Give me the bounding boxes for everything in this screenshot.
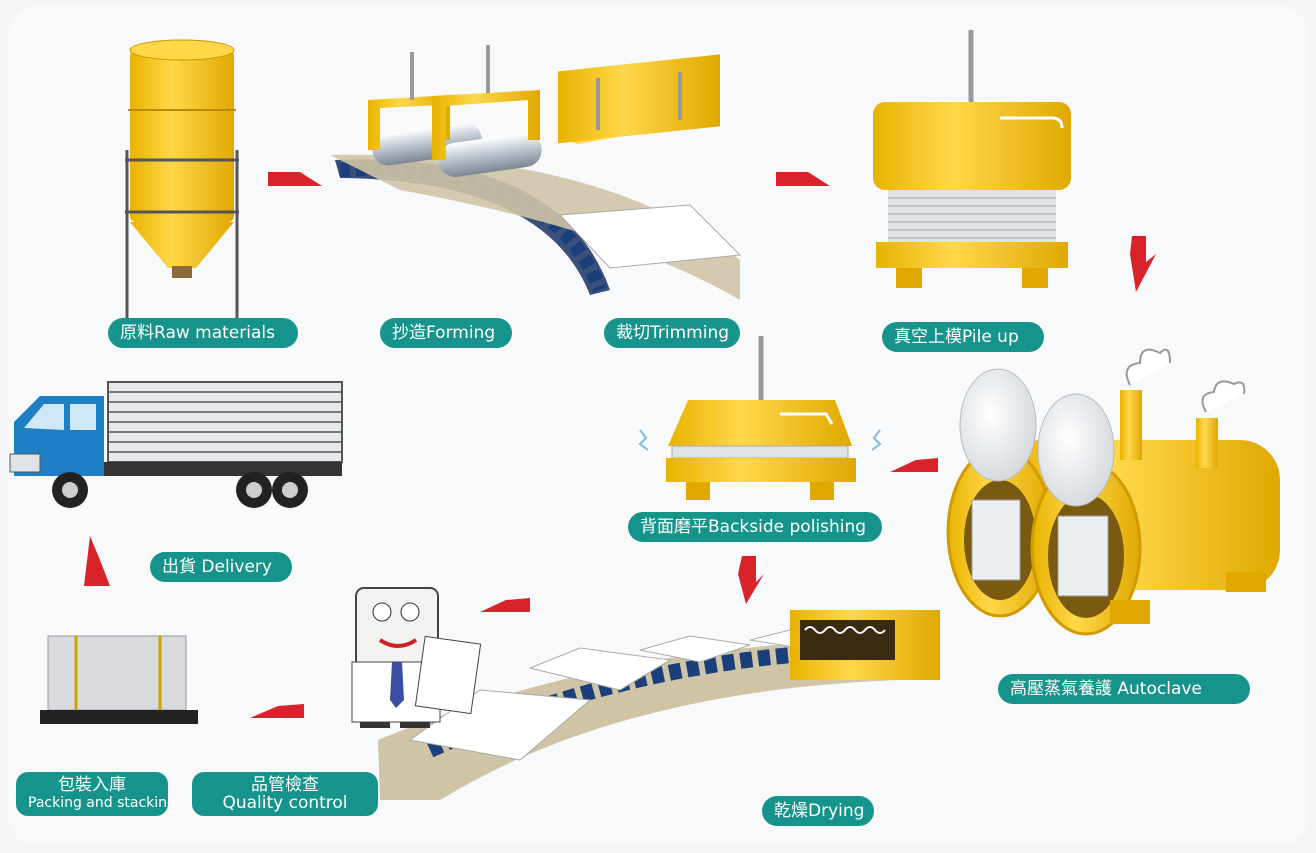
label-forming: 抄造Forming [380,318,512,348]
label-trimming: 裁切Trimming [604,318,740,348]
arrow-2 [776,172,830,186]
arrow-5 [738,556,764,604]
arrow-3 [1130,236,1156,292]
label-delivery: 出貨 Delivery [150,552,292,582]
arrow-7 [250,704,304,718]
label-autoclave: 高壓蒸氣養護 Autoclave [998,674,1250,704]
label-pile-up: 真空上模Pile up [882,322,1044,352]
arrow-4 [890,458,938,472]
truck-illustration [9,381,343,508]
label-packing-zh: 包裝入庫 [58,775,126,795]
silo-illustration [125,39,239,318]
arrow-1 [268,172,322,186]
label-quality-control-zh: 品管檢查 [251,775,319,795]
label-raw-materials: 原料Raw materials [108,318,298,348]
label-packing: 包裝入庫 Packing and stacking [16,772,176,816]
drying-conveyor-illustration [378,610,940,800]
label-quality-control: 品管檢查 Quality control [192,772,378,816]
autoclave-illustration [946,348,1280,636]
flow-arrows [84,172,1156,718]
arrow-6 [480,598,530,612]
label-packing-en: Packing and stacking [28,795,176,811]
packed-stack-illustration [40,635,198,724]
arrow-8 [84,536,110,586]
polishing-illustration [638,336,882,500]
inspector-illustration [351,587,482,728]
forming-conveyor-illustration [330,45,742,300]
label-drying: 乾燥Drying [762,796,874,826]
label-backside-polishing: 背面磨平Backside polishing [628,512,882,542]
label-quality-control-en: Quality control [222,793,348,813]
press-illustration [873,30,1071,288]
